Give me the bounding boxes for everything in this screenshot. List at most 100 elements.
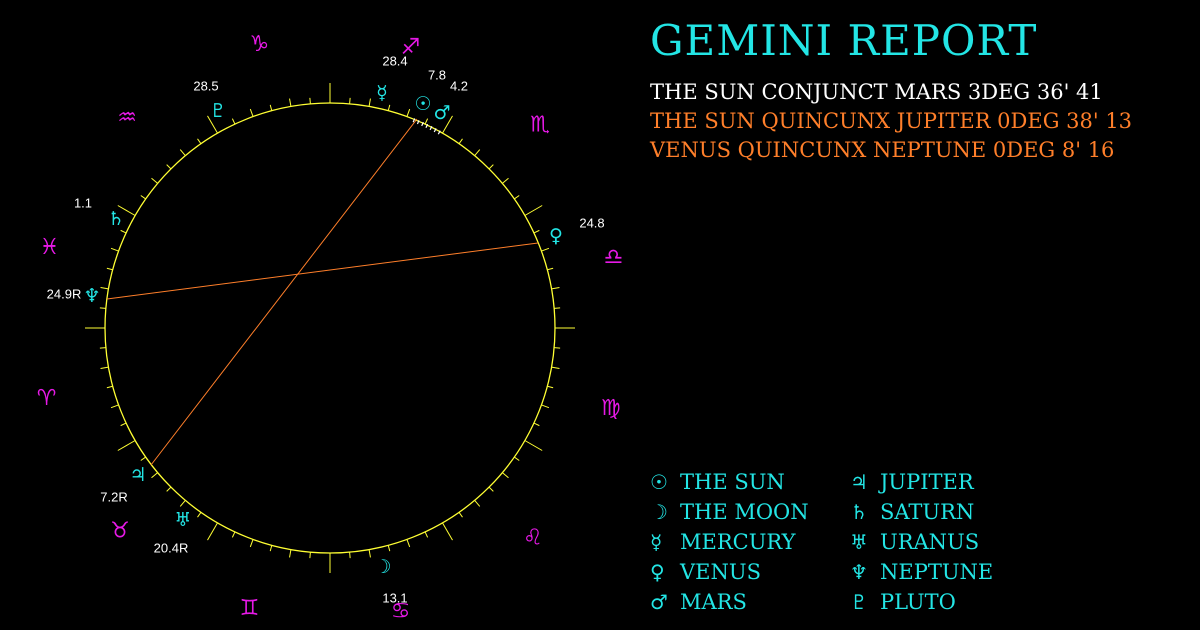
jupiter-icon: ♃ bbox=[850, 470, 868, 494]
wheel-tick bbox=[547, 267, 554, 271]
wheel-tick bbox=[349, 552, 351, 559]
saturn-icon: ♄ bbox=[107, 208, 124, 230]
neptune-degree-label: 24.9R bbox=[47, 287, 82, 302]
pluto-icon: ♇ bbox=[209, 100, 226, 122]
wheel-tick bbox=[151, 472, 158, 479]
wheel-circle bbox=[104, 102, 556, 554]
planet-legend: ☉THE SUN ☽THE MOON ☿MERCURY ♀VENUS ♂MARS… bbox=[650, 467, 1070, 617]
legend-label: SATURN bbox=[880, 500, 975, 524]
wheel-tick bbox=[309, 552, 311, 559]
wheel-tick bbox=[524, 440, 543, 451]
wheel-tick bbox=[424, 118, 429, 125]
sagittarius-sign-icon: ♐ bbox=[401, 35, 421, 60]
neptune-icon: ♆ bbox=[850, 560, 868, 584]
pisces-sign-icon: ♓ bbox=[39, 235, 59, 260]
wheel-tick bbox=[197, 512, 202, 518]
legend-item-mars: ♂ MARS bbox=[650, 587, 850, 617]
venus-icon: ♀ bbox=[549, 225, 563, 247]
legend-label: NEPTUNE bbox=[880, 560, 994, 584]
wheel-tick bbox=[541, 404, 550, 409]
mars-icon: ♂ bbox=[650, 590, 668, 614]
wheel-tick bbox=[309, 97, 311, 104]
legend-item-saturn: ♄SATURN bbox=[850, 497, 1050, 527]
wheel-tick bbox=[349, 97, 351, 104]
sun-icon: ☉ bbox=[650, 470, 668, 494]
wheel-tick bbox=[207, 522, 218, 541]
wheel-tick bbox=[269, 545, 273, 552]
wheel-tick bbox=[524, 205, 543, 216]
wheel-tick bbox=[474, 149, 481, 156]
aspect-item: THE SUN QUINCUNX JUPITER 0DEG 38' 13 bbox=[650, 109, 1133, 133]
wheel-tick bbox=[406, 108, 411, 117]
legend-item-pluto: ♇PLUTO bbox=[850, 587, 1050, 617]
wheel-tick bbox=[488, 486, 494, 492]
legend-item-jupiter: ♃JUPITER bbox=[850, 467, 1050, 497]
pluto-icon: ♇ bbox=[850, 590, 868, 614]
wheel-tick bbox=[368, 98, 371, 107]
legend-label: MERCURY bbox=[680, 530, 796, 554]
mercury-degree-label: 28.4 bbox=[382, 54, 407, 69]
aquarius-sign-icon: ♒ bbox=[117, 105, 137, 130]
wheel-tick bbox=[458, 138, 463, 144]
wheel-tick bbox=[514, 456, 520, 461]
wheel-tick bbox=[554, 347, 561, 349]
legend-label: MARS bbox=[680, 590, 747, 614]
saturn-degree-label: 1.1 bbox=[74, 196, 92, 211]
wheel-tick bbox=[551, 287, 560, 290]
wheel-tick bbox=[140, 195, 146, 200]
wheel-tick bbox=[140, 456, 146, 461]
wheel-tick bbox=[117, 440, 136, 451]
wheel-tick bbox=[151, 177, 158, 184]
venus-icon: ♀ bbox=[650, 560, 665, 584]
wheel-tick bbox=[166, 486, 172, 492]
wheel-tick bbox=[106, 267, 113, 271]
wheel-tick bbox=[207, 115, 218, 134]
wheel-tick bbox=[488, 164, 494, 170]
wheel-tick bbox=[368, 549, 371, 558]
wheel-tick bbox=[179, 500, 186, 507]
wheel-tick bbox=[106, 385, 113, 389]
wheel-tick bbox=[551, 366, 560, 369]
aries-sign-icon: ♈ bbox=[37, 386, 57, 411]
aspect-item: THE SUN CONJUNCT MARS 3DEG 36' 41 bbox=[650, 80, 1103, 104]
conjunction-hatch bbox=[412, 118, 416, 123]
wheel-tick bbox=[249, 539, 254, 548]
taurus-sign-icon: ♉ bbox=[110, 518, 130, 543]
conjunction-hatch bbox=[437, 130, 441, 135]
wheel-tick bbox=[554, 307, 561, 309]
wheel-tick bbox=[514, 195, 520, 200]
wheel-tick bbox=[100, 366, 109, 369]
moon-icon: ☽ bbox=[650, 500, 668, 524]
conjunction-hatch bbox=[416, 120, 420, 125]
wheel-tick bbox=[117, 205, 136, 216]
aspect-list: THE SUN CONJUNCT MARS 3DEG 36' 41 THE SU… bbox=[650, 78, 1132, 165]
wheel-tick bbox=[289, 98, 292, 107]
wheel-tick bbox=[502, 177, 509, 184]
wheel-tick bbox=[502, 472, 509, 479]
wheel-tick bbox=[458, 512, 463, 518]
mercury-icon: ☿ bbox=[650, 530, 663, 554]
wheel-tick bbox=[406, 539, 411, 548]
legend-label: VENUS bbox=[680, 560, 761, 584]
legend-item-mercury: ☿ MERCURY bbox=[650, 527, 850, 557]
wheel-tick bbox=[197, 138, 202, 144]
wheel-tick bbox=[289, 549, 292, 558]
conjunction-hatch bbox=[425, 123, 429, 129]
gemini-sign-icon: ♊ bbox=[240, 596, 260, 621]
legend-item-uranus: ♅ URANUS bbox=[850, 527, 1050, 557]
moon-degree-label: 13.1 bbox=[382, 591, 407, 606]
wheel-tick bbox=[269, 104, 273, 111]
uranus-degree-label: 20.4R bbox=[154, 541, 189, 556]
zodiac-wheel: ♑♐♏♎♍♌♋♊♉♈♓♒☉7.8♂4.2☿28.4♇28.5♄1.1♆24.9R… bbox=[37, 32, 623, 624]
wheel-tick bbox=[99, 307, 106, 309]
wheel-tick bbox=[442, 115, 453, 134]
legend-item-moon: ☽THE MOON bbox=[650, 497, 850, 527]
wheel-tick bbox=[547, 385, 554, 389]
wheel-tick bbox=[110, 247, 119, 252]
wheel-tick bbox=[99, 347, 106, 349]
legend-label: URANUS bbox=[880, 530, 980, 554]
uranus-icon: ♅ bbox=[850, 530, 868, 554]
aspect-line-sun-jupiter bbox=[150, 118, 418, 466]
aspect-item: VENUS QUINCUNX NEPTUNE 0DEG 8' 16 bbox=[650, 138, 1115, 162]
mercury-icon: ☿ bbox=[376, 82, 388, 104]
